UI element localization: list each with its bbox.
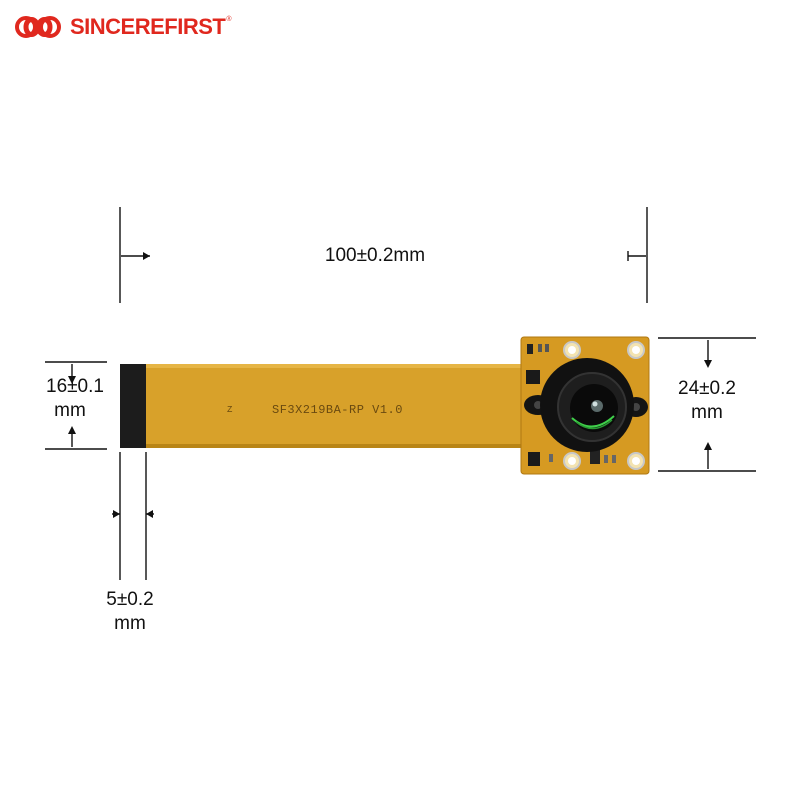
board-height-unit: mm: [691, 402, 723, 423]
silkscreen-label: SF3X219BA-RP V1.0: [272, 403, 403, 417]
stiffener-arrow-right: [146, 510, 153, 518]
cable-width-label: 16±0.1 mm: [30, 375, 120, 423]
board-height-value: 24±0.2: [678, 378, 736, 399]
ic-chip: [526, 370, 540, 384]
ic-chip: [528, 452, 540, 466]
flex-cable: [120, 364, 530, 448]
stiffener-label: 5±0.2 mm: [85, 588, 175, 636]
stiffener-value: 5±0.2: [106, 589, 154, 610]
silkscreen-mark: Z: [227, 405, 233, 415]
lens-coating-reflection: [571, 415, 615, 428]
cable-width-unit: mm: [54, 400, 86, 421]
brand-name: SINCEREFIRST: [70, 14, 226, 39]
smd-component: [590, 450, 600, 464]
board-height-label: 24±0.2 mm: [662, 377, 752, 425]
brand-logo-icon: [15, 16, 61, 38]
stiffener-unit: mm: [114, 613, 146, 634]
cable-width-value: 16±0.1: [46, 376, 104, 397]
cable-stiffener: [120, 364, 146, 448]
smd-component: [527, 344, 533, 354]
lens-glint: [591, 400, 603, 412]
brand-logo: SINCEREFIRST ®: [12, 10, 232, 44]
registered-mark: ®: [226, 15, 232, 23]
length-dimension-label: 100±0.2mm: [324, 245, 426, 266]
stiffener-arrow-left: [113, 510, 120, 518]
